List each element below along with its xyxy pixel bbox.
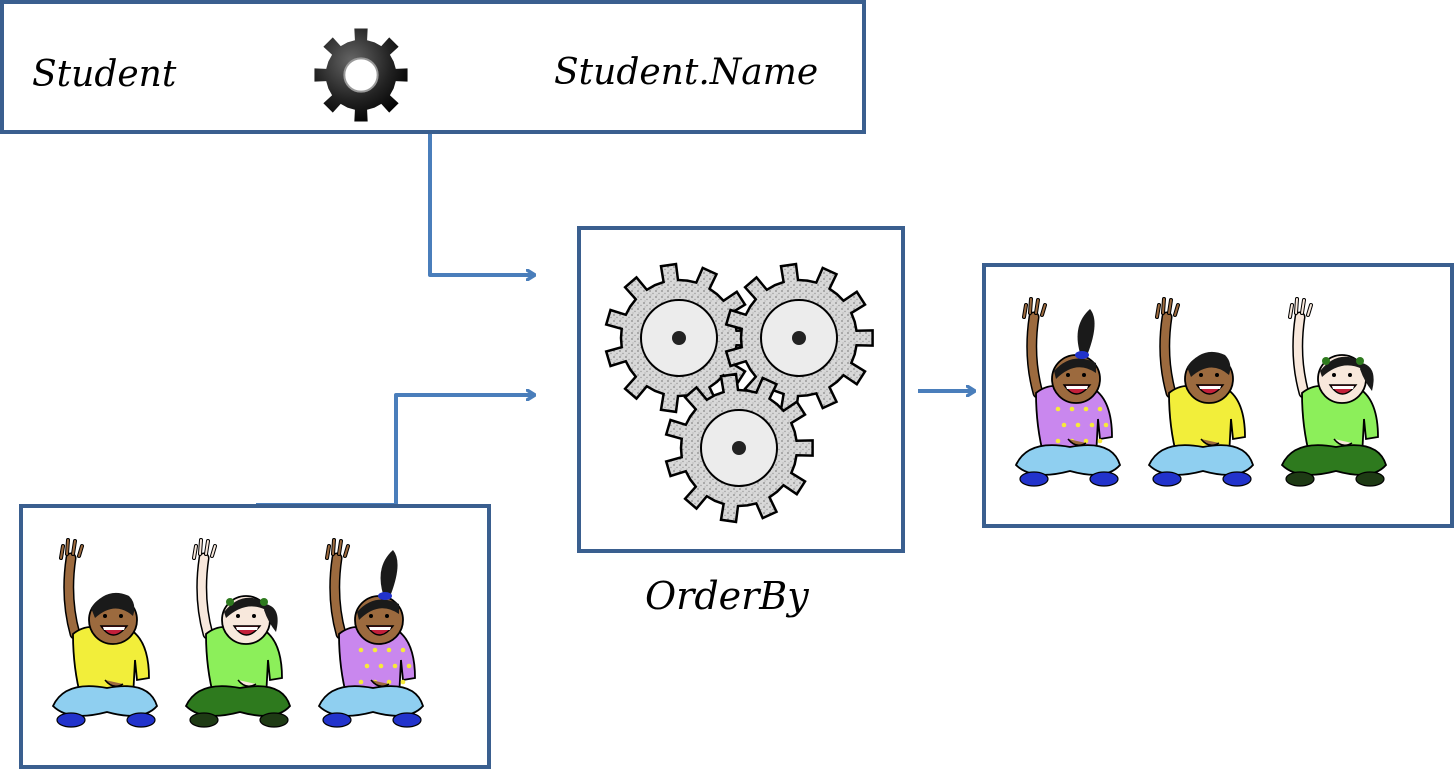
output-collection-box (982, 263, 1454, 528)
key-selector-box: Student Student.Name (0, 0, 866, 134)
input-student-2 (178, 538, 303, 742)
input-student-3 (311, 538, 436, 742)
input-type-label: Student (32, 54, 177, 95)
operator-label: OrderBy (645, 574, 809, 618)
output-student-3 (1274, 297, 1399, 501)
gears-icon (604, 262, 874, 524)
input-collection-box (19, 504, 491, 769)
output-student-1 (1008, 297, 1133, 501)
gear-1 (604, 262, 754, 414)
output-key-label: Student.Name (554, 52, 819, 93)
output-student-2 (1141, 297, 1266, 501)
orderby-operator-box (577, 226, 905, 553)
gear-3 (664, 372, 814, 524)
input-student-1 (45, 538, 170, 742)
arrow-selector-to-orderby (325, 129, 535, 275)
arrow-input-to-orderby (256, 395, 535, 507)
gear-2 (724, 262, 874, 414)
gear-icon (314, 28, 408, 122)
